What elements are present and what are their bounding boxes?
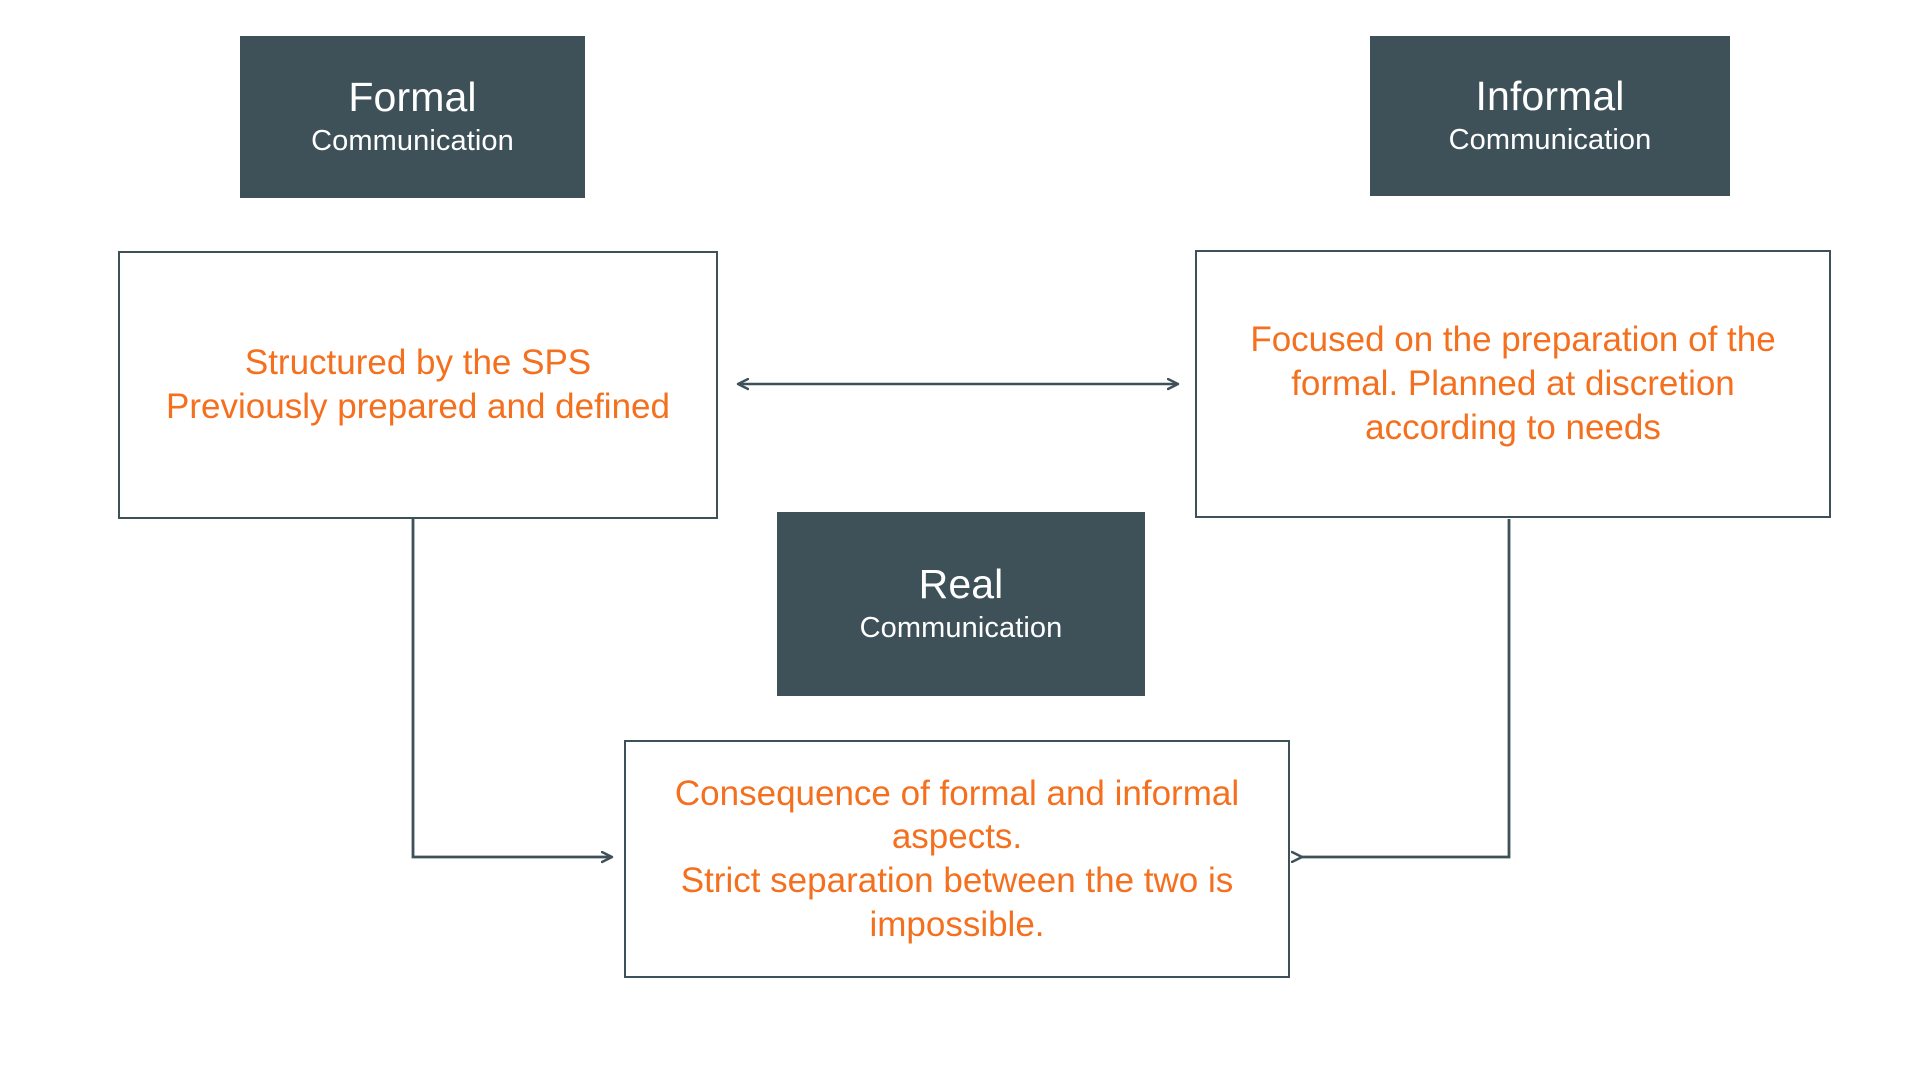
formal-detail-text: Structured by the SPS Previously prepare… bbox=[166, 343, 670, 426]
arrow-informal-to-real bbox=[1302, 519, 1511, 857]
real-header-subtitle: Communication bbox=[859, 611, 1063, 644]
informal-communication-header: Informal Communication bbox=[1370, 36, 1730, 196]
informal-header-title: Informal bbox=[1475, 72, 1625, 119]
formal-header-title: Formal bbox=[348, 73, 477, 120]
real-detail-text: Consequence of formal and informal aspec… bbox=[674, 773, 1240, 944]
informal-header-subtitle: Communication bbox=[1448, 123, 1652, 156]
formal-communication-header: Formal Communication bbox=[240, 36, 585, 198]
arrow-formal-to-real bbox=[411, 519, 612, 857]
informal-detail-text: Focused on the preparation of the formal… bbox=[1250, 320, 1776, 447]
real-communication-header: Real Communication bbox=[777, 512, 1145, 696]
formal-communication-detail-box: Structured by the SPS Previously prepare… bbox=[118, 251, 718, 519]
real-header-title: Real bbox=[918, 560, 1004, 607]
real-communication-detail-box: Consequence of formal and informal aspec… bbox=[624, 740, 1290, 978]
formal-header-subtitle: Communication bbox=[311, 124, 514, 157]
informal-communication-detail-box: Focused on the preparation of the formal… bbox=[1195, 250, 1831, 518]
